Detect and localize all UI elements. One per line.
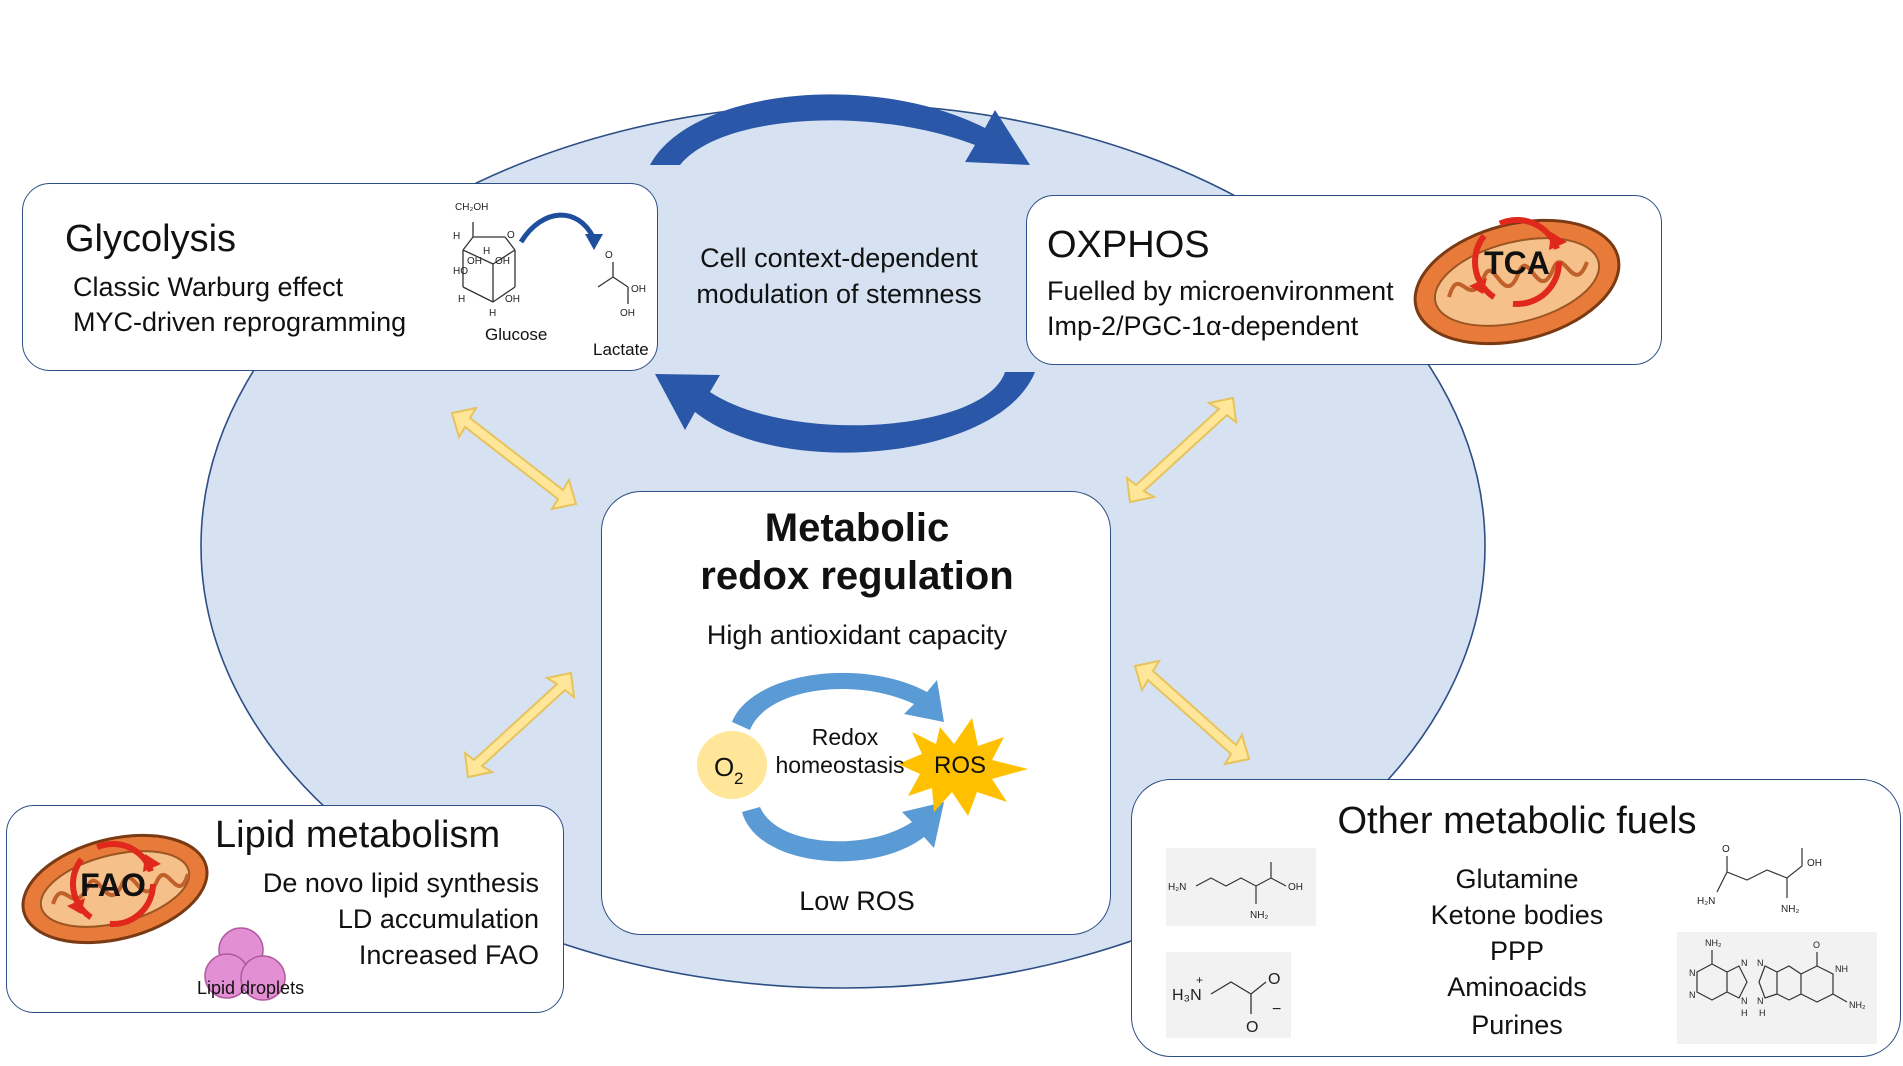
stemness-cycle-arrows [650,94,1035,453]
glutamine-atom-1: O [1722,844,1730,855]
glucose-arrowhead [585,234,603,250]
yellow-double-arrows [450,396,1251,779]
lysine-atom-3: NH₂ [1250,910,1268,921]
redox-bottom-label: Low ROS [799,886,915,916]
glutamine-structure: O OH H₂N NH₂ [1697,844,1822,915]
stemness-label-line2: modulation of stemness [696,279,982,309]
fuels-line-2: Ketone bodies [1430,900,1604,930]
glycolysis-title: Glycolysis [65,218,237,260]
lysine-atom-1: H₂N [1168,882,1186,893]
purine-atom-4: N [1741,958,1748,968]
purine-atom-8: N [1757,958,1764,968]
glucose-atom-2: H [453,231,460,242]
o2-circle [697,731,767,799]
glucose-atom-7: H [458,294,465,305]
glycolysis-line-1: Classic Warburg effect [73,272,344,302]
double-arrow-glycolysis-redox [450,406,578,511]
lactate-atom-3: OH [620,308,635,319]
redox-cycle: O 2 ROS Redox homeostasis [697,672,1028,862]
purine-atom-5: N [1741,996,1748,1006]
o2-subscript: 2 [734,769,743,788]
glycine-atom-1: H₃N [1172,987,1202,1004]
purine-atom-10: N [1757,996,1764,1006]
homeostasis-line2: homeostasis [775,752,904,778]
glycine-atom-3: O [1268,971,1280,988]
glucose-atom-3: OH [467,256,482,267]
top-curved-arrow [650,94,1030,165]
fuels-line-4: Aminoacids [1447,972,1587,1002]
glycolysis-box: Glycolysis Classic Warburg effect MYC-dr… [22,183,658,371]
glucose-to-lactate-arrow [518,212,596,244]
lysine-atom-2: OH [1288,882,1303,893]
lipid-line-3: Increased FAO [358,940,539,970]
double-arrow-oxphos-redox [1125,396,1238,504]
lactate-label: Lactate [593,340,649,359]
mitochondrion-tca: TCA [1413,217,1621,346]
glucose-lactate-structure: CH₂OH H OH HO OH H H OH H O O OH OH Gluc… [453,202,649,359]
purine-atom-7: O [1813,940,1820,950]
glycine-atom-4: O [1246,1019,1258,1036]
glucose-atom-4: HO [453,266,468,277]
glucose-atom-8: OH [505,294,520,305]
tca-label: TCA [1484,245,1550,281]
lactate-atom-1: O [605,250,613,261]
homeostasis-line1: Redox [812,724,879,750]
fuels-box: Other metabolic fuels Glutamine Ketone b… [1131,779,1901,1057]
double-arrow-fuels-redox [1133,659,1251,766]
glycine-atom-2: + [1196,973,1203,987]
lactate-atom-2: OH [631,284,646,295]
glucose-atom-9: H [489,308,496,319]
lysine-structure: H₂N OH NH₂ [1166,848,1316,926]
redox-bottom-arrow [742,802,944,862]
purine-atom-6: H [1741,1008,1748,1018]
lipid-box: Lipid metabolism De novo lipid synthesis… [6,805,564,1013]
glycine-atom-5: − [1272,1001,1281,1018]
purine-atom-2: N [1689,968,1696,978]
o2-text: O [714,752,734,782]
mitochondrion-fao: FAO [21,833,209,945]
ros-label: ROS [934,752,986,779]
glucose-atom-10: O [507,230,515,241]
lipid-droplets-label: Lipid droplets [197,978,305,998]
fuels-title: Other metabolic fuels [1337,800,1697,842]
lipid-droplets [204,927,286,1001]
purine-atom-1: NH₂ [1705,938,1722,948]
lipid-title: Lipid metabolism [215,814,501,856]
fuels-line-5: Purines [1471,1010,1563,1040]
oxphos-title: OXPHOS [1047,224,1210,266]
purine-atom-11: NH₂ [1849,1000,1866,1010]
fao-label: FAO [80,867,146,903]
glucose-label: Glucose [485,325,547,344]
glutamine-atom-3: H₂N [1697,896,1715,907]
redox-box: Metabolic redox regulation High antioxid… [601,491,1111,935]
stemness-label-line1: Cell context-dependent [700,243,978,273]
glutamine-atom-2: OH [1807,858,1822,869]
double-arrow-lipid-redox [463,671,576,779]
purines-structure: NH₂ N N N N H O N NH N NH₂ H [1677,932,1877,1044]
fuels-line-3: PPP [1489,936,1545,966]
oxphos-line-2: Imp-2/PGC-1α-dependent [1047,311,1359,341]
glucose-atom-6: H [483,246,490,257]
redox-title-line2: redox regulation [700,554,1014,598]
glycolysis-line-2: MYC-driven reprogramming [73,307,407,337]
lipid-line-1: De novo lipid synthesis [262,868,539,898]
oxphos-line-1: Fuelled by microenvironment [1047,276,1394,306]
redox-top-label: High antioxidant capacity [706,620,1008,650]
redox-title-line1: Metabolic [764,506,950,550]
fuels-line-1: Glutamine [1455,864,1579,894]
glycine-structure: H₃N + O O − [1166,952,1291,1038]
ros-starburst [898,718,1028,816]
glucose-atom-1: CH₂OH [455,202,488,213]
redox-top-arrow [732,672,944,730]
purine-atom-12: H [1759,1008,1766,1018]
bottom-curved-arrow [655,372,1035,453]
glucose-atom-5: OH [495,256,510,267]
purine-atom-9: NH [1835,964,1848,974]
oxphos-box: OXPHOS Fuelled by microenvironment Imp-2… [1026,195,1662,365]
glutamine-atom-4: NH₂ [1781,904,1799,915]
lipid-line-2: LD accumulation [337,904,539,934]
purine-atom-3: N [1689,990,1696,1000]
